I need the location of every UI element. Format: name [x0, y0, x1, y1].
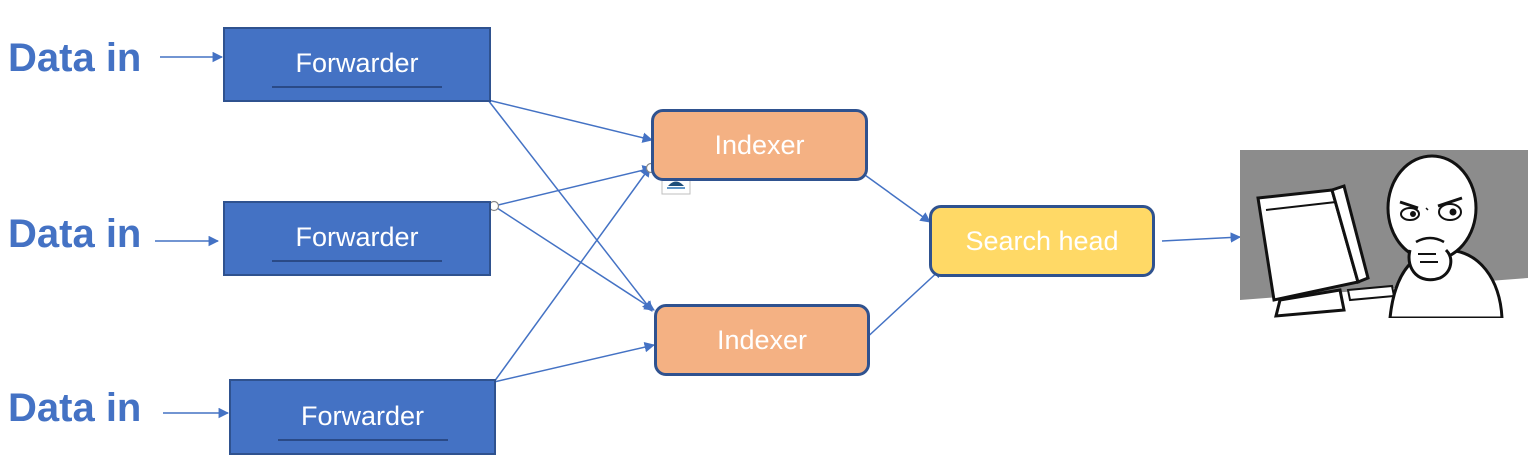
idx2-to-sh-arrow [861, 267, 943, 343]
forwarder-underline [278, 439, 448, 441]
fwd2-to-idx1-arrow [493, 165, 654, 207]
data-in-label-1: Data in [8, 36, 142, 80]
search-head-label: Search head [965, 225, 1119, 256]
data-in-label-2: Data in [8, 212, 142, 256]
fwd2-to-idx2-arrow [493, 205, 655, 311]
fwd3-to-idx2-arrow [493, 342, 656, 383]
forwarder-label-1: Forwarder [295, 48, 419, 78]
fwd1-to-idx1-arrow [487, 99, 654, 143]
fwd1-to-idx2-arrow [487, 99, 653, 312]
user-at-computer-image [1240, 150, 1528, 318]
search-head-box[interactable]: Search head [929, 205, 1155, 277]
sh-to-user-arrow [1161, 232, 1242, 243]
forwarder-box-1[interactable]: Forwarder [223, 27, 491, 102]
indexer-label-1: Indexer [714, 129, 805, 160]
indexer-label-2: Indexer [716, 324, 808, 355]
data-in-label-3: Data in [8, 386, 142, 430]
forwarder-underline [272, 86, 442, 88]
forwarder-label-3: Forwarder [300, 400, 425, 431]
forwarder-box-2[interactable]: Forwarder [223, 201, 491, 276]
indexer-box-2[interactable]: Indexer [654, 304, 870, 376]
forwarder-underline [272, 260, 442, 262]
indexer-box-1[interactable]: Indexer [651, 109, 868, 181]
forwarder-box-3[interactable]: Forwarder [229, 379, 496, 455]
fwd3-to-idx1-arrow [493, 166, 651, 383]
idx1-to-sh-arrow [857, 169, 931, 223]
forwarder-label-2: Forwarder [295, 222, 419, 252]
